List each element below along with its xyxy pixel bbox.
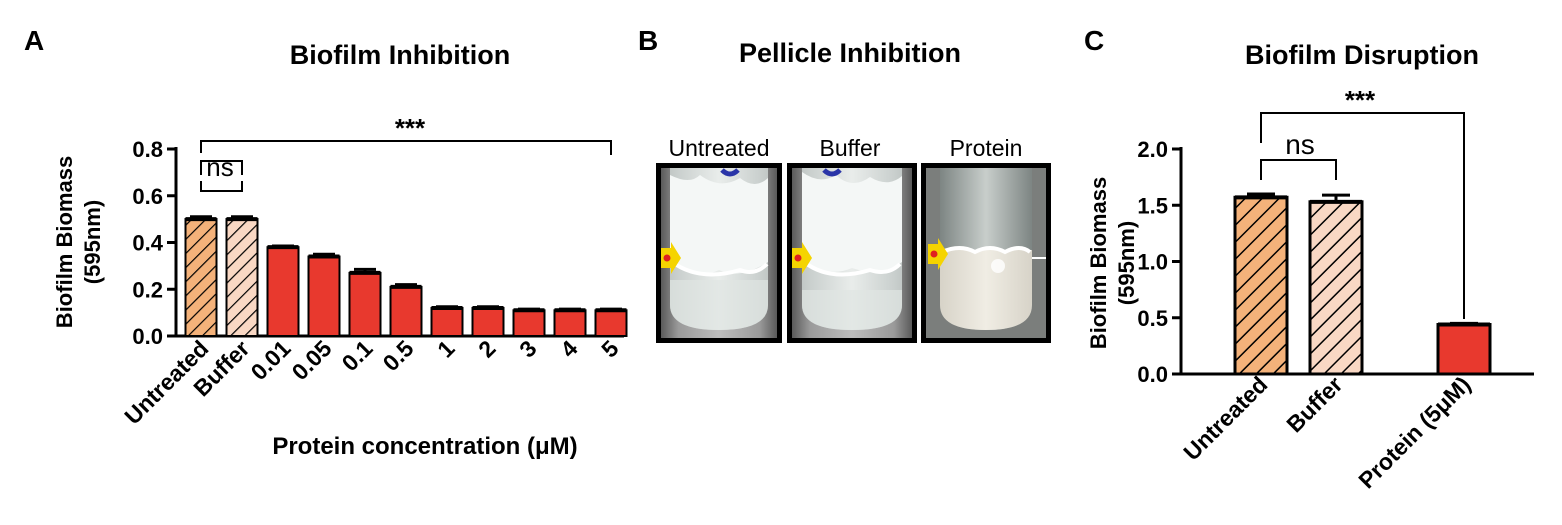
y-tick-label: 1.0 bbox=[1137, 250, 1168, 275]
bar-hatch bbox=[184, 218, 218, 337]
x-tick-label: 4 bbox=[555, 335, 583, 363]
x-tick-label: 3 bbox=[514, 335, 541, 362]
tube-label-buffer: Buffer bbox=[820, 135, 881, 161]
tube-label-protein: Protein bbox=[950, 135, 1023, 161]
significance-label: *** bbox=[395, 113, 426, 143]
y-tick-label: 0.6 bbox=[132, 184, 163, 209]
bar bbox=[430, 306, 464, 338]
bar bbox=[512, 309, 546, 338]
tube-photo-protein bbox=[921, 163, 1051, 343]
x-axis-label: Protein concentration (μM) bbox=[272, 433, 577, 460]
y-axis-label: Biofilm Biomass bbox=[52, 156, 77, 328]
y-axis-label: Biofilm Biomass bbox=[1086, 177, 1111, 349]
panel-a-title: Biofilm Inhibition bbox=[290, 40, 510, 70]
x-tick-label: 0.1 bbox=[337, 335, 378, 376]
y-tick-label: 0.0 bbox=[132, 324, 163, 349]
bar bbox=[389, 285, 423, 338]
significance-label: *** bbox=[1345, 85, 1376, 115]
bar bbox=[471, 306, 505, 338]
significance-label: ns bbox=[1285, 129, 1315, 160]
bar-hatch bbox=[225, 218, 259, 337]
y-tick-label: 1.5 bbox=[1137, 193, 1168, 218]
significance-bracket bbox=[1260, 112, 1465, 319]
x-tick-label: 2 bbox=[473, 335, 500, 362]
significance-bracket bbox=[1260, 159, 1337, 180]
tube-photo-untreated bbox=[656, 163, 782, 343]
panel-c-title: Biofilm Disruption bbox=[1245, 40, 1479, 70]
tube-label-untreated: Untreated bbox=[668, 135, 769, 161]
panel-b-letter: B bbox=[638, 25, 658, 56]
significance-label: ns bbox=[206, 152, 233, 182]
x-tick-label: Buffer bbox=[1281, 371, 1347, 437]
x-tick-label: 0.05 bbox=[286, 335, 336, 385]
bar bbox=[594, 309, 628, 338]
bar bbox=[307, 255, 341, 337]
yellow-arrow-icon bbox=[928, 238, 948, 270]
bar bbox=[266, 246, 300, 337]
significance-bracket bbox=[200, 140, 612, 155]
panel-a: A Biofilm Inhibition 0.0 0.2 0.4 0.6 0.8Biof… bbox=[24, 25, 628, 460]
panel-a-letter: A bbox=[24, 25, 44, 56]
panel-b-title: Pellicle Inhibition bbox=[739, 38, 961, 68]
yellow-arrow-icon bbox=[792, 242, 812, 274]
bar bbox=[553, 309, 587, 338]
x-tick-label: 1 bbox=[432, 335, 460, 363]
x-tick-label: 0.01 bbox=[245, 335, 295, 385]
bar-hatch bbox=[1233, 195, 1289, 376]
x-tick-label: 0.5 bbox=[378, 335, 419, 376]
y-tick-label: 0.4 bbox=[132, 231, 163, 256]
panel-c: C Biofilm Disruption 0.0 0.5 1.0 1.5 2.0Biof… bbox=[1084, 25, 1534, 493]
y-tick-label: 0.2 bbox=[132, 277, 163, 302]
y-tick-label: 2.0 bbox=[1137, 137, 1168, 162]
x-tick-label: 5 bbox=[596, 335, 624, 363]
tube-photo-buffer bbox=[787, 163, 917, 343]
y-axis-label: (595nm) bbox=[1114, 221, 1139, 305]
x-tick-label: Protein (5μM) bbox=[1353, 371, 1475, 493]
y-tick-label: 0.5 bbox=[1137, 306, 1168, 331]
y-tick-label: 0.8 bbox=[132, 137, 163, 162]
y-axis-label: (595nm) bbox=[80, 200, 105, 284]
bar bbox=[348, 271, 382, 338]
x-tick-label: Untreated bbox=[1178, 371, 1272, 465]
yellow-arrow-icon bbox=[661, 242, 681, 274]
bar-hatch bbox=[1308, 200, 1364, 376]
bar bbox=[1436, 323, 1492, 376]
panel-c-letter: C bbox=[1084, 25, 1104, 56]
y-tick-label: 0.0 bbox=[1137, 362, 1168, 387]
panel-b: B Pellicle Inhibition Untreated Buffer P… bbox=[638, 25, 1051, 343]
significance-bracket bbox=[200, 160, 243, 175]
significance-bracket bbox=[200, 181, 243, 192]
